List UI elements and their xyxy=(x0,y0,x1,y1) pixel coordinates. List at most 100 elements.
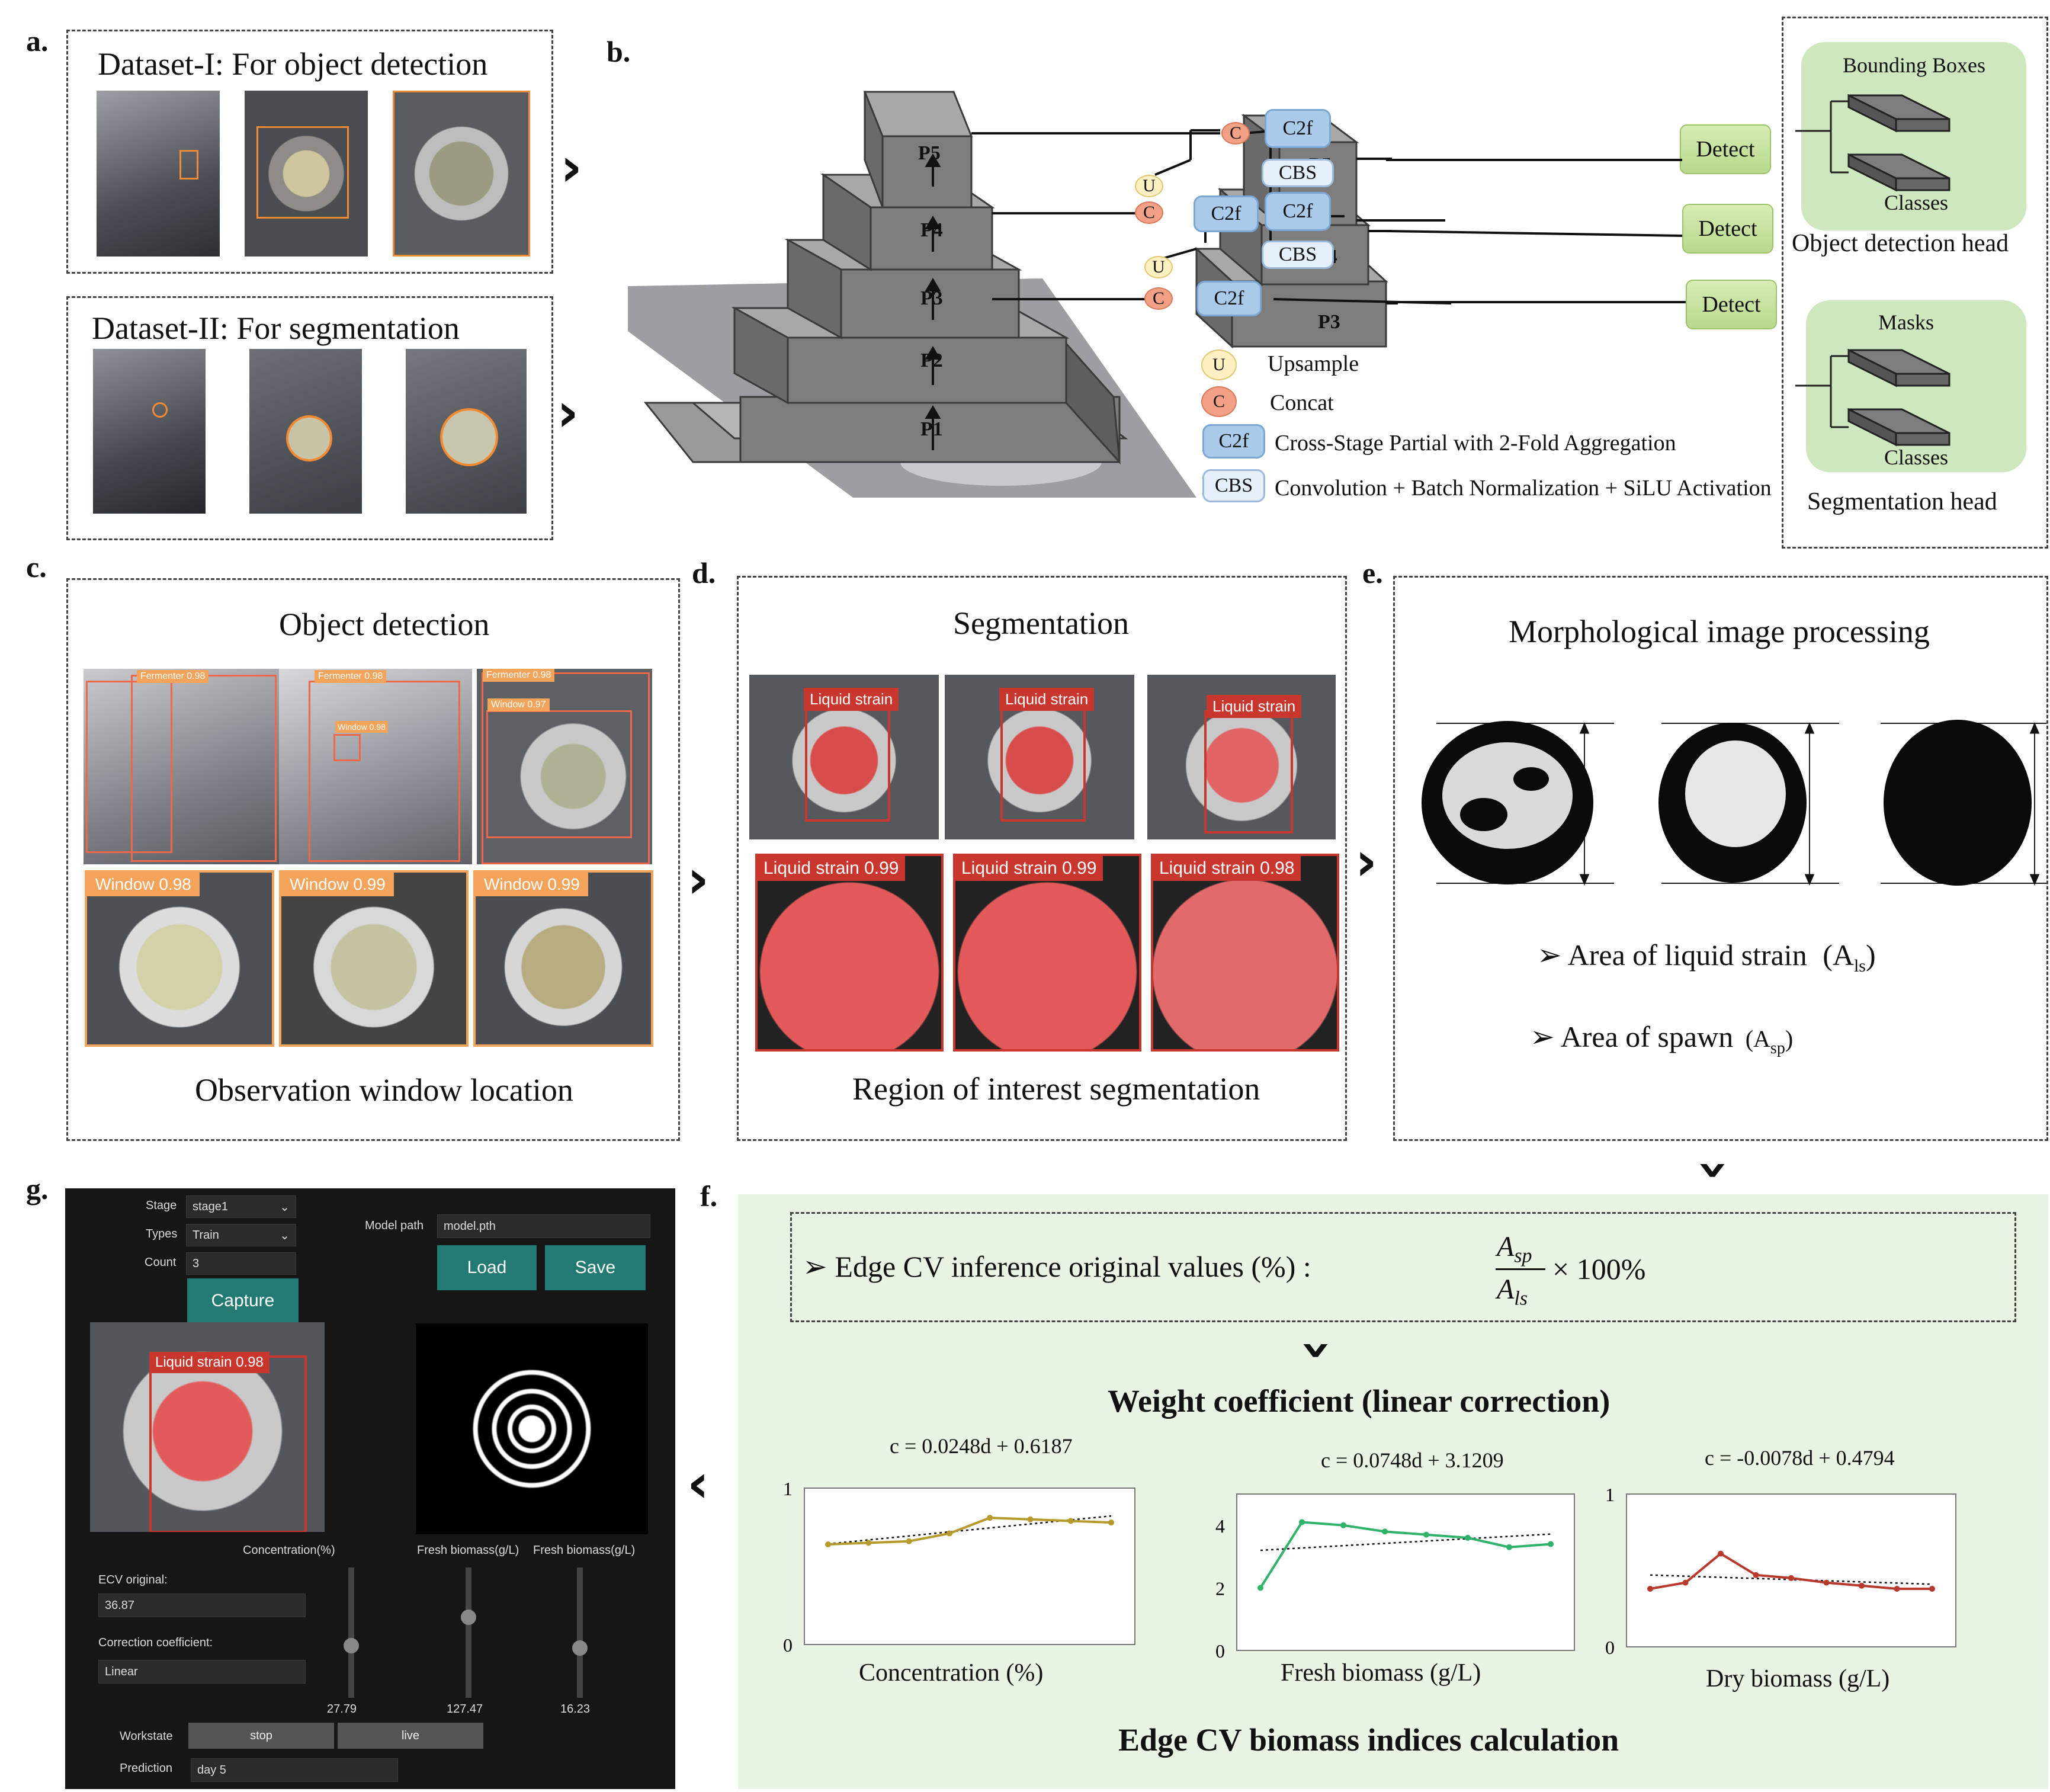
segment-photo-1: Liquid strain xyxy=(749,675,939,839)
dry-biomass-slider-track[interactable] xyxy=(577,1567,583,1698)
formula-numerator: Asp xyxy=(1497,1231,1532,1267)
chart-3-point xyxy=(1894,1585,1900,1592)
window-label: Window 0.98 xyxy=(87,873,200,896)
fraction-bar xyxy=(1496,1268,1545,1270)
slider-header: Fresh biomass(g/L) xyxy=(533,1544,636,1557)
chart-3-title: c = -0.0078d + 0.4794 xyxy=(1705,1446,1895,1470)
model-path-input[interactable]: model.pth xyxy=(437,1214,650,1238)
chart-2-frame xyxy=(1236,1493,1575,1651)
load-button[interactable]: Load xyxy=(437,1245,537,1290)
backbone-p2: P2 xyxy=(920,350,943,371)
chart-1-point xyxy=(865,1540,872,1546)
types-select[interactable]: Train⌄ xyxy=(186,1224,296,1246)
concentration-slider-track[interactable] xyxy=(348,1567,354,1698)
chart-3-point xyxy=(1647,1585,1653,1592)
types-label: Types xyxy=(146,1227,178,1240)
chart-3-point xyxy=(1859,1582,1865,1589)
dataset-2-title: Dataset-II: For segmentation xyxy=(92,310,460,346)
live-detection-image: Liquid strain 0.98 xyxy=(90,1322,325,1532)
ecv-original-field[interactable]: 36.87 xyxy=(98,1594,306,1617)
fresh-biomass-slider-value: 127.47 xyxy=(447,1703,483,1716)
detection-label: Fermenter 0.98 xyxy=(483,669,555,682)
chart-2-point xyxy=(1340,1522,1346,1528)
arrow-right-icon: › xyxy=(1355,831,1378,893)
save-button[interactable]: Save xyxy=(545,1245,646,1290)
chart-1-ytick: 1 xyxy=(783,1478,793,1499)
panel-label-e: e. xyxy=(1362,556,1383,589)
biomass-indices-title: Edge CV biomass indices calculation xyxy=(1118,1722,1619,1758)
chart-1-point xyxy=(906,1538,912,1544)
detection-head-bg xyxy=(1801,42,2026,230)
panel-e-box: Morphological image processing ➢ Area of… xyxy=(1393,576,2048,1141)
live-button[interactable]: live xyxy=(338,1723,483,1749)
cbs-block: CBS xyxy=(1262,241,1334,269)
c2f-block: C2f xyxy=(1196,281,1262,316)
panel-f-box: ➢ Edge CV inference original values (%) … xyxy=(738,1194,2048,1789)
formula-tail: × 100% xyxy=(1552,1252,1646,1286)
panel-d-caption: Region of interest segmentation xyxy=(852,1071,1260,1107)
chart-2-point xyxy=(1506,1544,1512,1550)
detection-classes-label: Classes xyxy=(1884,191,1948,214)
network-architecture: P5 P4 P3 P2 P1 P5 P4 P3 U C U C C C C2f … xyxy=(569,83,1777,527)
chart-2-ytick: 0 xyxy=(1215,1640,1225,1662)
window-photo xyxy=(245,91,368,257)
count-input[interactable]: 3 xyxy=(186,1252,296,1275)
concentration-slider-thumb[interactable] xyxy=(344,1638,359,1653)
segment-crop-label: Liquid strain 0.99 xyxy=(758,856,905,881)
legend-concat-text: Concat xyxy=(1270,390,1334,415)
arrow-down-icon: › xyxy=(1683,1159,1746,1181)
correction-coefficient-label: Correction coefficient: xyxy=(98,1636,213,1649)
chart-3-frame xyxy=(1626,1493,1956,1647)
panel-e-title: Morphological image processing xyxy=(1509,614,1930,649)
segmentation-head-layers xyxy=(1795,348,1950,447)
concat-node: C xyxy=(1144,287,1173,310)
slider-header: Concentration(%) xyxy=(243,1544,335,1557)
legend-cbs-icon: CBS xyxy=(1202,469,1265,502)
capture-button[interactable]: Capture xyxy=(187,1278,299,1323)
correction-coefficient-field[interactable]: Linear xyxy=(98,1660,306,1684)
prediction-field: day 5 xyxy=(191,1758,398,1782)
arrow-right-icon: › xyxy=(557,382,579,444)
chart-3-point xyxy=(1929,1585,1935,1592)
slider-header: Fresh biomass(g/L) xyxy=(417,1544,519,1557)
chart-3-xlabel: Dry biomass (g/L) xyxy=(1706,1665,1890,1692)
segment-crop-2: Liquid strain 0.99 xyxy=(953,854,1141,1052)
neck-p3: P3 xyxy=(1318,311,1340,333)
panel-label-a: a. xyxy=(26,24,49,57)
c2f-block: C2f xyxy=(1194,195,1259,232)
window-crop-2: Window 0.99 xyxy=(279,870,469,1047)
morphology-images xyxy=(1422,720,2046,886)
segment-label: Liquid strain xyxy=(999,688,1095,711)
binary-mask-image xyxy=(416,1323,648,1534)
legend-c2f-text: Cross-Stage Partial with 2-Fold Aggregat… xyxy=(1275,431,1676,456)
concat-node: C xyxy=(1135,201,1163,224)
model-path-label: Model path xyxy=(365,1219,424,1232)
segmentation-head-caption: Segmentation head xyxy=(1807,488,1997,515)
stop-button[interactable]: stop xyxy=(188,1723,334,1749)
detection-photo-2: Fermenter 0.98 Window 0.98 xyxy=(279,669,472,864)
bullet-arrow-icon: ➢ xyxy=(803,1250,835,1283)
heads-box: Bounding Boxes Classes Object detection … xyxy=(1782,17,2048,549)
chart-2-point xyxy=(1548,1541,1554,1547)
panel-d-box: Segmentation Liquid strain Liquid strain… xyxy=(737,576,1347,1141)
concentration-slider-value: 27.79 xyxy=(327,1703,357,1716)
chart-1-ytick: 0 xyxy=(783,1634,793,1656)
chevron-down-icon: ⌄ xyxy=(280,1229,290,1242)
segment-photo-2: Liquid strain xyxy=(945,675,1134,839)
fresh-biomass-slider-track[interactable] xyxy=(466,1567,471,1698)
dry-biomass-slider-thumb[interactable] xyxy=(572,1640,588,1656)
chart-1-point xyxy=(1108,1519,1114,1526)
chart-1-series-line xyxy=(827,1517,1112,1546)
stage-select[interactable]: stage1⌄ xyxy=(186,1195,296,1218)
fresh-biomass-slider-thumb[interactable] xyxy=(461,1609,476,1625)
arrow-left-icon: ‹ xyxy=(687,1453,710,1515)
chart-2-point xyxy=(1299,1519,1305,1525)
workstate-label: Workstate xyxy=(120,1730,173,1743)
chart-1-frame xyxy=(804,1488,1135,1645)
chart-3-point xyxy=(1753,1572,1759,1578)
masks-label: Masks xyxy=(1878,310,1934,334)
c2f-block: C2f xyxy=(1265,109,1331,148)
panel-d-title: Segmentation xyxy=(953,605,1129,641)
chart-1-point xyxy=(946,1530,952,1537)
